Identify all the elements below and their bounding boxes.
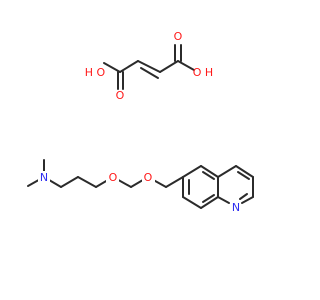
atom-oh-left: H O — [85, 66, 106, 79]
bond-c2-c3 — [137, 60, 161, 73]
bond-ring-5 — [182, 196, 202, 209]
amine-ether-chain: N O O — [27, 159, 184, 188]
atom-n-quinoline: N — [232, 201, 240, 214]
atom-n-dimethyl: N — [40, 171, 48, 184]
bond-pyr-1 — [217, 165, 237, 178]
bond-pyr-double-1 — [237, 171, 250, 180]
bond-c2-c3-double — [140, 67, 159, 79]
bond-ring-4 — [200, 196, 219, 209]
atom-o-ether-2: O — [144, 171, 153, 184]
bond-ring-2 — [200, 165, 219, 178]
structure-canvas: O H O O O H N O O — [27, 30, 254, 214]
bond-pyr-2 — [235, 165, 254, 178]
bond-c1-oh — [103, 62, 121, 73]
bond-pyr-5 — [217, 196, 230, 204]
bond-ring-double-3 — [202, 194, 215, 203]
bond-pyr-4 — [241, 196, 254, 204]
bond-ring-1 — [182, 165, 202, 178]
bond-c4-oh — [177, 60, 195, 71]
molecule-drawing: O H O O O H N O O — [27, 30, 254, 214]
bond-c1-c2 — [119, 60, 139, 73]
atom-o-ether-1: O — [109, 171, 118, 184]
fumaric-acid: O H O O O H — [85, 30, 213, 102]
atom-oh-right: O H — [193, 66, 213, 79]
atom-o-carbonyl-right: O — [174, 30, 183, 43]
bond-pyr-double-2 — [239, 193, 248, 200]
atom-o-carbonyl-left: O — [116, 89, 125, 102]
bond-chain-1 — [60, 176, 79, 188]
bond-chain-7 — [165, 176, 184, 188]
bond-ring-double-2 — [202, 171, 215, 180]
quinoline-ring: N — [182, 165, 254, 214]
bond-chain-2 — [77, 176, 97, 188]
bond-c3-c4 — [159, 60, 179, 73]
